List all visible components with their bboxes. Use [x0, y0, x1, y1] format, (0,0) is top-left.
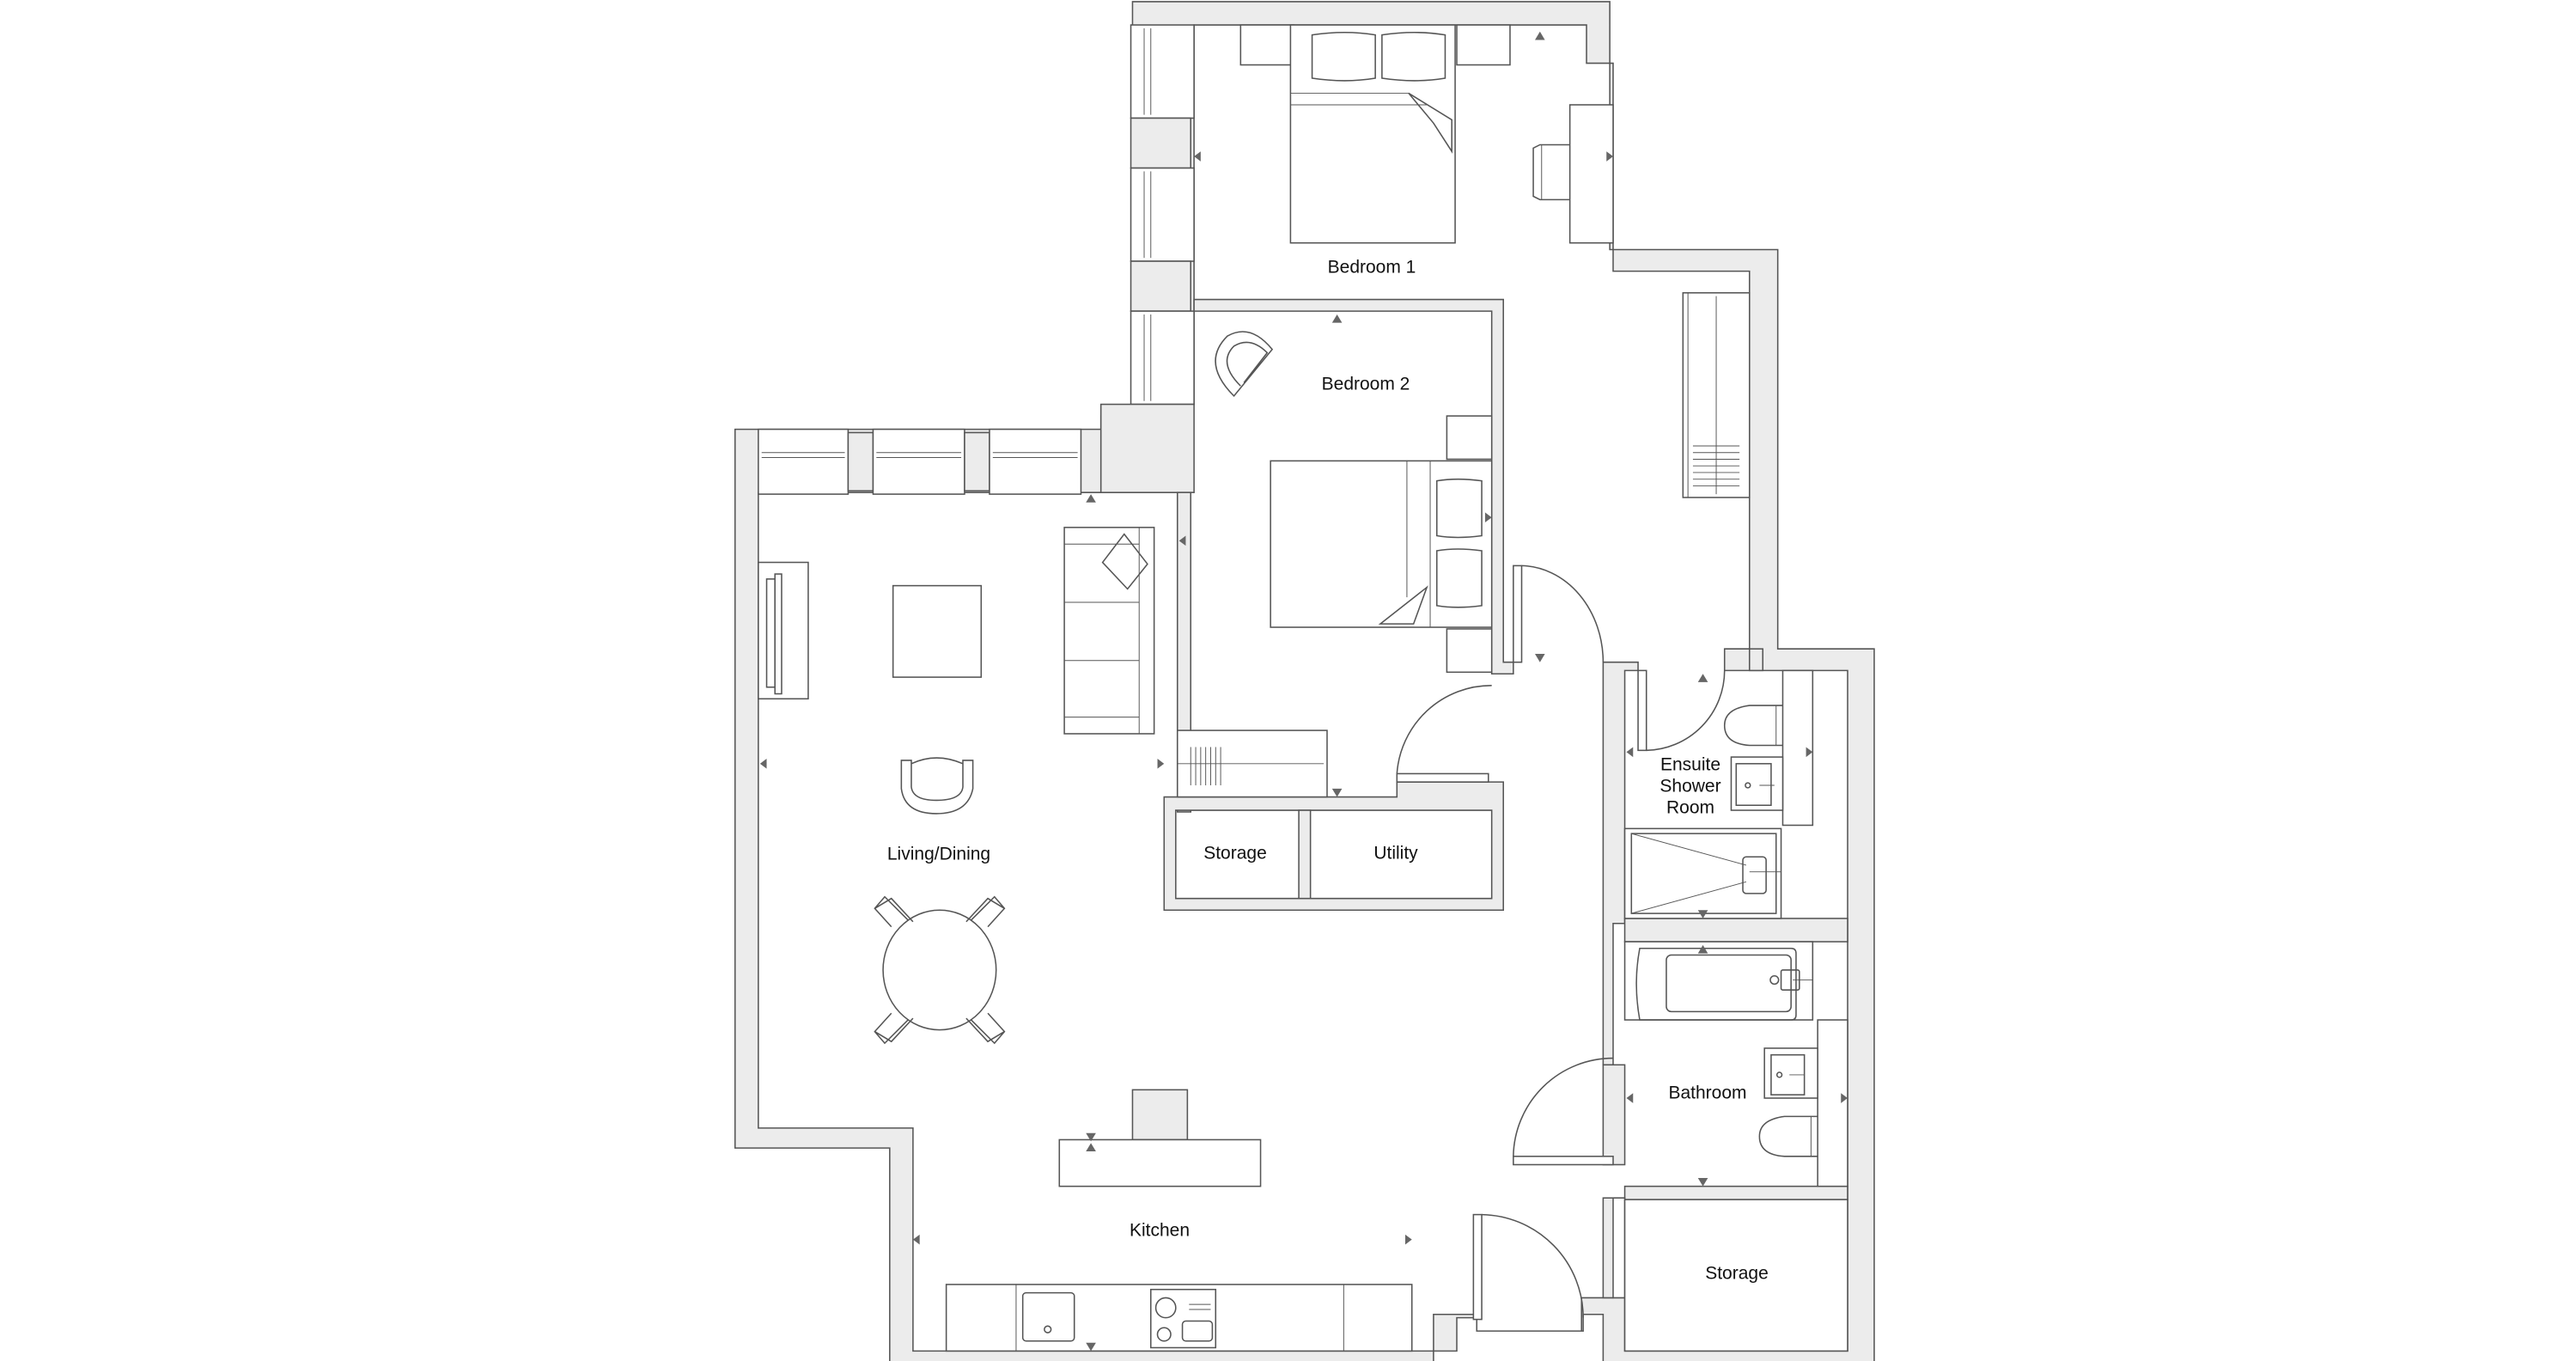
living-furniture [758, 527, 1155, 1045]
bedroom2-furniture [1176, 331, 1493, 798]
double-bed [1270, 460, 1493, 628]
room-label-storage-2: Storage [1705, 1263, 1769, 1284]
cushion [1101, 533, 1148, 590]
desk-chair [1532, 143, 1570, 201]
toilet [1758, 1115, 1818, 1157]
room-label-living-dining: Living/Dining [886, 844, 991, 864]
ensuite-line-1: Ensuite [1659, 754, 1721, 775]
windows-living [758, 428, 1082, 495]
double-bed [1289, 24, 1456, 244]
armchair [1215, 331, 1274, 398]
armchair [900, 760, 974, 815]
ensuite-line-3: Room [1666, 797, 1715, 818]
round-dining-table [882, 909, 997, 1031]
bedside-table [1456, 24, 1511, 66]
coffee-table [892, 584, 983, 678]
room-label-utility: Utility [1373, 843, 1418, 864]
bathtub [1623, 941, 1814, 1021]
room-label-kitchen: Kitchen [1129, 1220, 1191, 1241]
dining-chair [965, 1012, 1006, 1045]
tv-unit [758, 561, 809, 700]
sink [1021, 1291, 1075, 1342]
room-label-storage: Storage [1203, 843, 1267, 864]
desk [1568, 104, 1614, 244]
dining-chair [874, 895, 914, 928]
sofa [1063, 527, 1155, 735]
column [1131, 1089, 1189, 1141]
basin [1730, 756, 1784, 811]
windows-bedrooms [1099, 24, 1195, 493]
dining-chair [965, 895, 1006, 928]
ensuite-furniture [1623, 669, 1814, 919]
room-label-bedroom-1: Bedroom 1 [1327, 257, 1416, 278]
dimension-markers [759, 31, 1848, 1352]
toilet [1723, 705, 1783, 747]
dining-chair [874, 1012, 914, 1045]
bedside-table [1446, 628, 1493, 674]
bedroom1-furniture [1239, 24, 1751, 498]
ensuite-line-2: Shower [1659, 776, 1721, 796]
storage-room-2 [1623, 1199, 1848, 1352]
basin [1763, 1047, 1818, 1099]
room-label-bathroom: Bathroom [1668, 1083, 1747, 1103]
room-label-ensuite-shower-room: Ensuite Shower Room [1659, 754, 1720, 819]
room-label-bedroom-2: Bedroom 2 [1321, 374, 1410, 394]
bedside-table [1446, 415, 1493, 461]
bathroom-furniture [1623, 941, 1848, 1187]
bedside-table [1239, 24, 1295, 66]
shower [1623, 827, 1782, 919]
